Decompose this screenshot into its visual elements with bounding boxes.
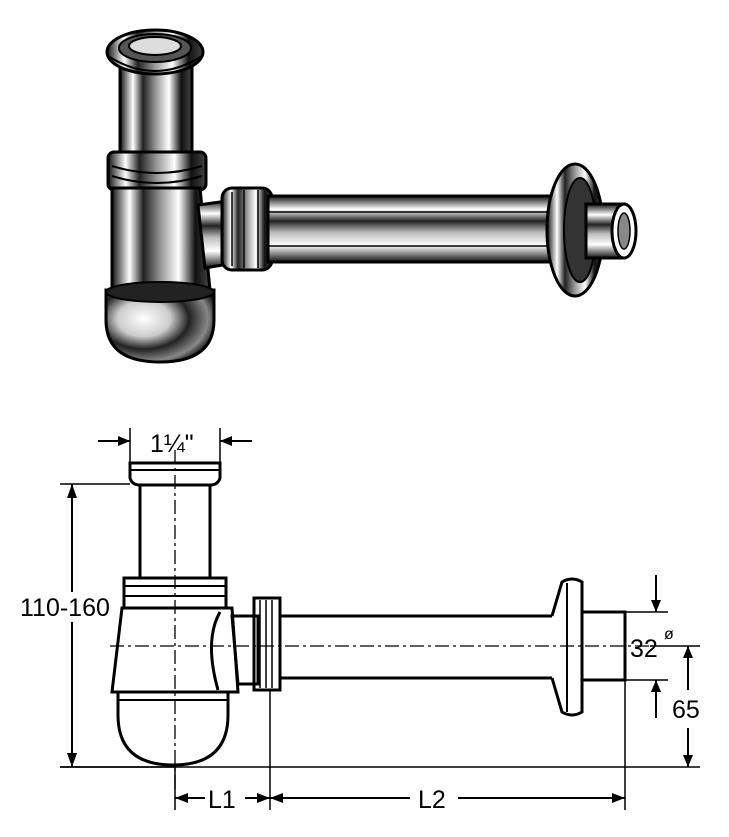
dimension-lines <box>60 428 700 810</box>
l2-label: L2 <box>418 786 446 814</box>
l1-label: L1 <box>208 786 236 814</box>
inlet-size-label: 1¼" <box>150 430 194 458</box>
trap-technical-drawing <box>110 450 650 790</box>
trap-illustration <box>104 28 638 364</box>
height-range-label: 110-160 <box>20 594 110 622</box>
outlet-height-label: 65 <box>672 696 700 724</box>
outlet-diameter-label: 32 <box>630 635 658 663</box>
diameter-symbol: ø <box>664 626 674 643</box>
